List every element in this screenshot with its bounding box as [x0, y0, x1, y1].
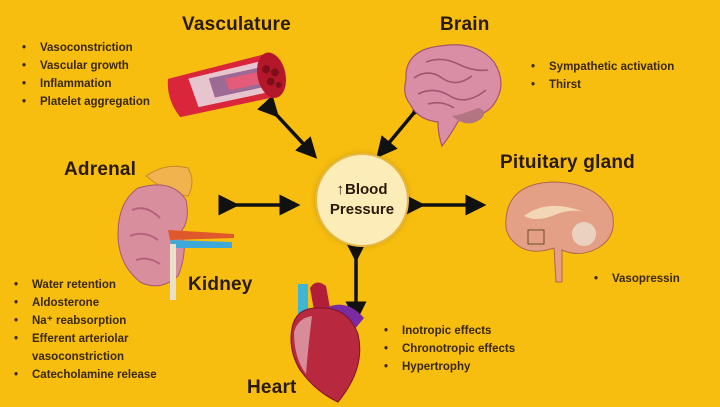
- kidney-icon: [117, 165, 234, 300]
- brain-effects-list: Sympathetic activation Thirst: [527, 58, 674, 94]
- vasculature-title: Vasculature: [182, 14, 291, 35]
- center-label-line1: Blood: [345, 181, 388, 198]
- vasculature-effects-list: Vasoconstriction Vascular growth Inflamm…: [18, 39, 150, 111]
- list-item: Aldosterone: [10, 294, 157, 312]
- pituitary-brain-icon: [505, 181, 614, 283]
- list-item: Vascular growth: [18, 57, 150, 75]
- list-item: Hypertrophy: [380, 358, 515, 376]
- arrow-vasculature: [257, 95, 318, 159]
- heart-effects-list: Inotropic effects Chronotropic effects H…: [380, 322, 515, 376]
- blood-vessel-icon: [167, 52, 287, 118]
- brain-icon: [404, 44, 502, 148]
- brain-title: Brain: [440, 14, 490, 35]
- list-item: Efferent arteriolar: [10, 330, 157, 348]
- kidney-effects-list: Water retention Aldosterone Na⁺ reabsorp…: [10, 276, 157, 384]
- list-item: Vasoconstriction: [18, 39, 150, 57]
- center-label-line2: Pressure: [329, 201, 395, 218]
- arrow-brain: [376, 93, 433, 159]
- list-item: Inotropic effects: [380, 322, 515, 340]
- kidney-title: Kidney: [188, 274, 253, 295]
- list-item: Platelet aggregation: [18, 93, 150, 111]
- blood-pressure-node: ↑Blood Pressure: [315, 153, 409, 247]
- list-item: Vasopressin: [590, 270, 680, 288]
- list-item: Water retention: [10, 276, 157, 294]
- increase-arrow-icon: ↑: [336, 181, 345, 198]
- list-item: Thirst: [527, 76, 674, 94]
- heart-icon: [290, 282, 364, 403]
- list-item: Na⁺ reabsorption: [10, 312, 157, 330]
- list-item: Inflammation: [18, 75, 150, 93]
- list-item: Sympathetic activation: [527, 58, 674, 76]
- list-item-continuation: vasoconstriction: [32, 351, 125, 363]
- list-item: Chronotropic effects: [380, 340, 515, 358]
- pituitary-title: Pituitary gland: [500, 152, 635, 173]
- heart-title: Heart: [247, 377, 297, 398]
- list-item: Catecholamine release: [10, 366, 157, 384]
- adrenal-title: Adrenal: [64, 159, 137, 180]
- pituitary-effects-list: Vasopressin: [590, 270, 680, 288]
